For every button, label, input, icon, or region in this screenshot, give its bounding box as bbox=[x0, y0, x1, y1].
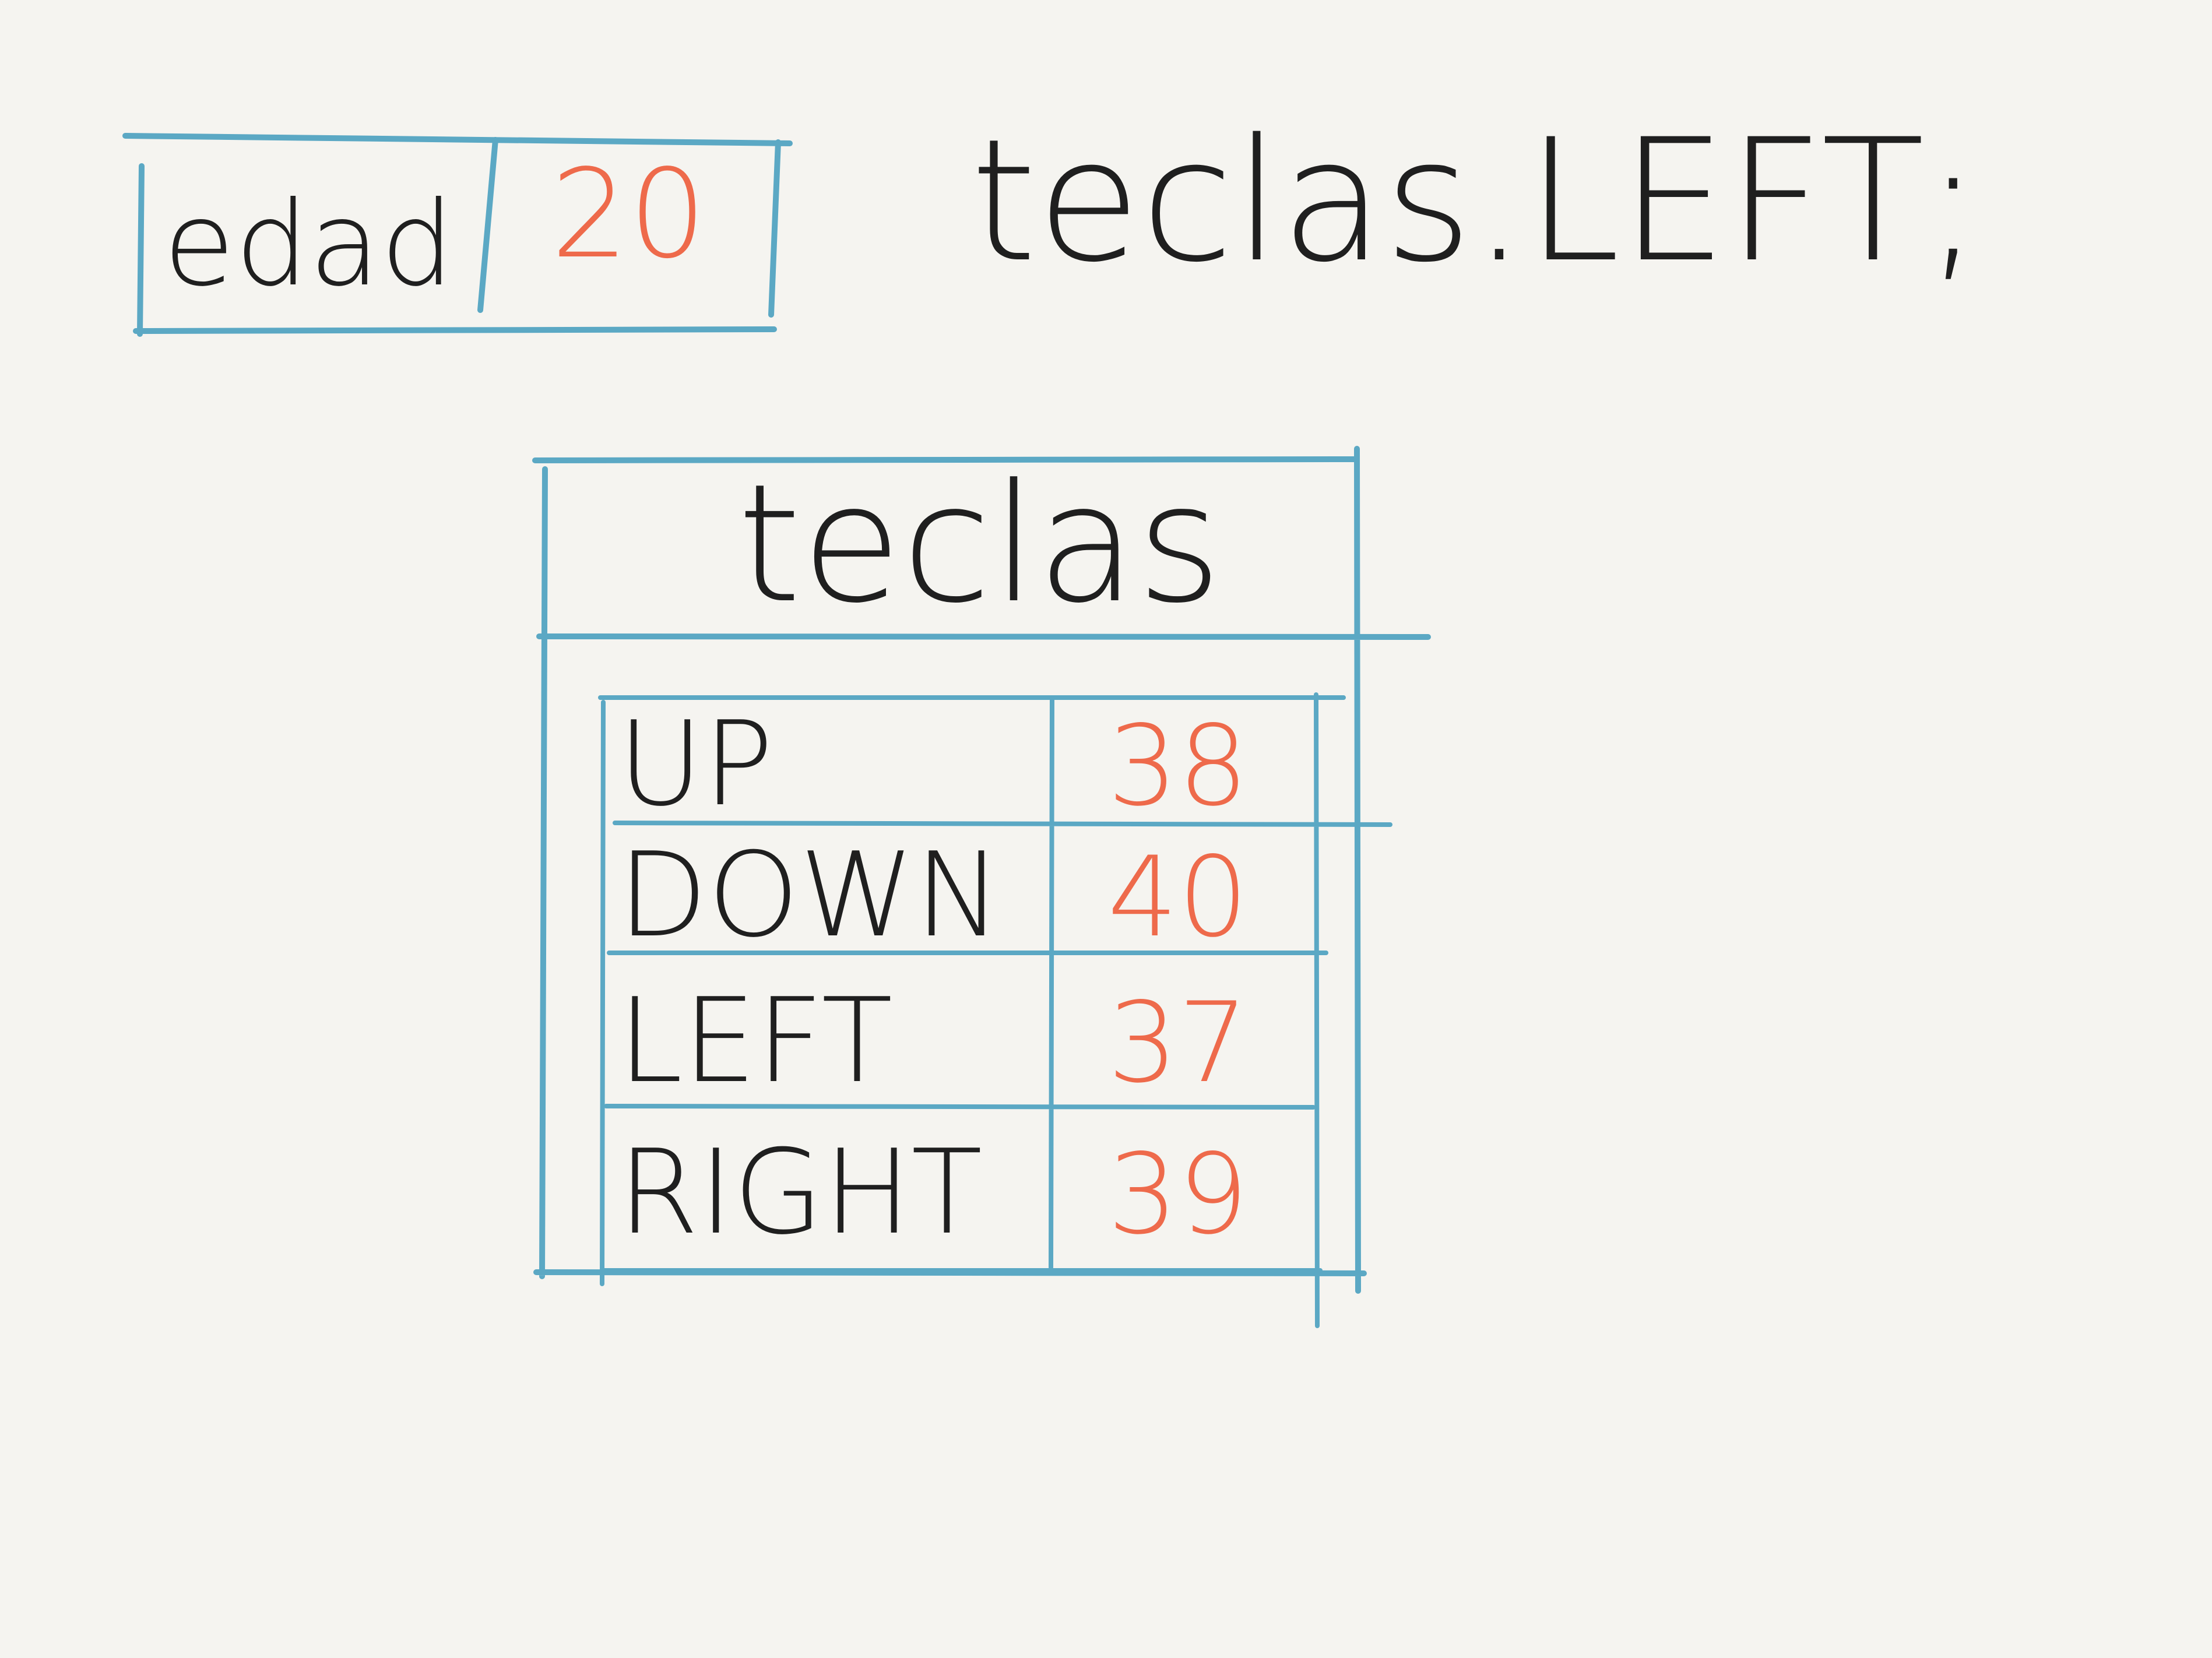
object-row: DOWN 40 bbox=[618, 828, 1249, 963]
inner-table-frame bbox=[598, 692, 1392, 1328]
row-value: 39 bbox=[1107, 1130, 1249, 1259]
row-key: DOWN bbox=[618, 828, 1002, 963]
row-value: 40 bbox=[1107, 833, 1249, 962]
variable-value: 20 bbox=[551, 143, 706, 286]
object-box-frame bbox=[532, 446, 1431, 1294]
row-key: RIGHT bbox=[618, 1125, 983, 1261]
object-row: LEFT 37 bbox=[618, 973, 1249, 1109]
object-row: UP 38 bbox=[618, 696, 1249, 832]
object-title: teclas bbox=[737, 449, 1222, 639]
row-key: UP bbox=[618, 696, 773, 832]
expression-text: teclas.LEFT; bbox=[970, 103, 1981, 300]
row-value: 38 bbox=[1107, 702, 1249, 830]
row-value: 37 bbox=[1107, 978, 1249, 1107]
object-row: RIGHT 39 bbox=[618, 1125, 1249, 1261]
variable-box: edad 20 bbox=[122, 133, 793, 337]
variable-box-frame bbox=[122, 133, 793, 337]
row-key: LEFT bbox=[618, 973, 892, 1109]
variable-name: edad bbox=[163, 177, 455, 312]
